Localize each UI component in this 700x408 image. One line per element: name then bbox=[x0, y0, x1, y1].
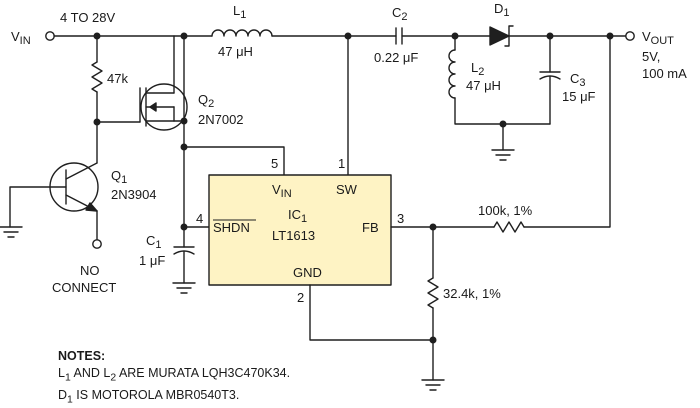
svg-text:L2: L2 bbox=[471, 60, 484, 78]
r47k-label: 47k bbox=[107, 71, 128, 86]
notes-line-2: D1 IS MOTOROLA MBR0540T3. bbox=[58, 387, 290, 408]
ic-name-label: IC bbox=[288, 207, 301, 222]
capacitor-c2 bbox=[396, 28, 402, 44]
vout-label: V bbox=[642, 29, 651, 44]
wire-r100k-vout bbox=[524, 36, 610, 227]
pin-2-number: 2 bbox=[297, 290, 304, 305]
wire-pin5 bbox=[184, 147, 284, 175]
l2-value-label: 47 μH bbox=[466, 78, 501, 93]
bjt-q1-arrow bbox=[86, 203, 97, 211]
svg-text:C3: C3 bbox=[570, 71, 586, 89]
ground-c1 bbox=[173, 283, 195, 293]
c1-value-label: 1 μF bbox=[139, 253, 165, 268]
svg-text:VIN: VIN bbox=[11, 29, 31, 47]
wires bbox=[0, 26, 634, 390]
no-connect-terminal bbox=[93, 240, 101, 248]
pin-3-number: 3 bbox=[397, 211, 404, 226]
svg-text:VOUT: VOUT bbox=[642, 29, 674, 47]
ground-q1 bbox=[0, 227, 22, 237]
pin-sw-label: SW bbox=[336, 182, 358, 197]
vout-spec-1: 5V, bbox=[642, 49, 660, 64]
vin-terminal bbox=[46, 32, 54, 40]
pin-1-number: 1 bbox=[338, 156, 345, 171]
vout-terminal bbox=[626, 32, 634, 40]
vin-label: V bbox=[11, 29, 20, 44]
pin-vin-label: V bbox=[272, 182, 281, 197]
ic-part-label: LT1613 bbox=[272, 228, 315, 243]
notes-line-1: L1 AND L2 ARE MURATA LQH3C470K34. bbox=[58, 365, 290, 387]
svg-text:C1: C1 bbox=[146, 233, 162, 251]
c2-value-label: 0.22 μF bbox=[374, 50, 418, 65]
svg-text:D1: D1 bbox=[494, 1, 510, 19]
wire-q2-source bbox=[174, 36, 184, 121]
pin-shdn-label: SHDN bbox=[213, 220, 250, 235]
pin-fb-label: FB bbox=[362, 220, 379, 235]
r100k-label: 100k, 1% bbox=[478, 203, 533, 218]
c3-value-label: 15 μF bbox=[562, 89, 596, 104]
pin-5-number: 5 bbox=[271, 156, 278, 171]
ground-c3 bbox=[492, 150, 514, 160]
no-connect-label-1: NO bbox=[80, 263, 100, 278]
wire-gnd bbox=[310, 285, 433, 340]
q2-part-label: 2N7002 bbox=[198, 112, 244, 127]
resistor-47k bbox=[92, 62, 102, 92]
mosfet-q2-arrow bbox=[150, 103, 156, 111]
resistor-100k bbox=[494, 222, 524, 232]
inductor-l2 bbox=[449, 50, 455, 98]
r32k-label: 32.4k, 1% bbox=[443, 286, 501, 301]
resistor-32k bbox=[428, 278, 438, 308]
vout-spec-2: 100 mA bbox=[642, 66, 687, 81]
q1-part-label: 2N3904 bbox=[111, 187, 157, 202]
notes-heading: NOTES: bbox=[58, 348, 290, 365]
ground-main bbox=[422, 380, 444, 390]
vin-range-label: 4 TO 28V bbox=[60, 10, 115, 25]
svg-text:Q1: Q1 bbox=[111, 168, 127, 186]
inductor-l1 bbox=[212, 30, 272, 36]
pin-gnd-label: GND bbox=[293, 265, 322, 280]
svg-text:C2: C2 bbox=[392, 5, 408, 23]
svg-text:Q2: Q2 bbox=[198, 92, 214, 110]
svg-text:L1: L1 bbox=[233, 3, 246, 21]
l1-value-label: 47 μH bbox=[218, 44, 253, 59]
pin-4-number: 4 bbox=[196, 211, 203, 226]
wire-q1-base bbox=[10, 187, 66, 227]
no-connect-label-2: CONNECT bbox=[52, 280, 116, 295]
notes-block: NOTES: L1 AND L2 ARE MURATA LQH3C470K34.… bbox=[58, 348, 290, 408]
diode-d1 bbox=[490, 27, 509, 45]
wire-l2-bottom bbox=[455, 98, 550, 124]
